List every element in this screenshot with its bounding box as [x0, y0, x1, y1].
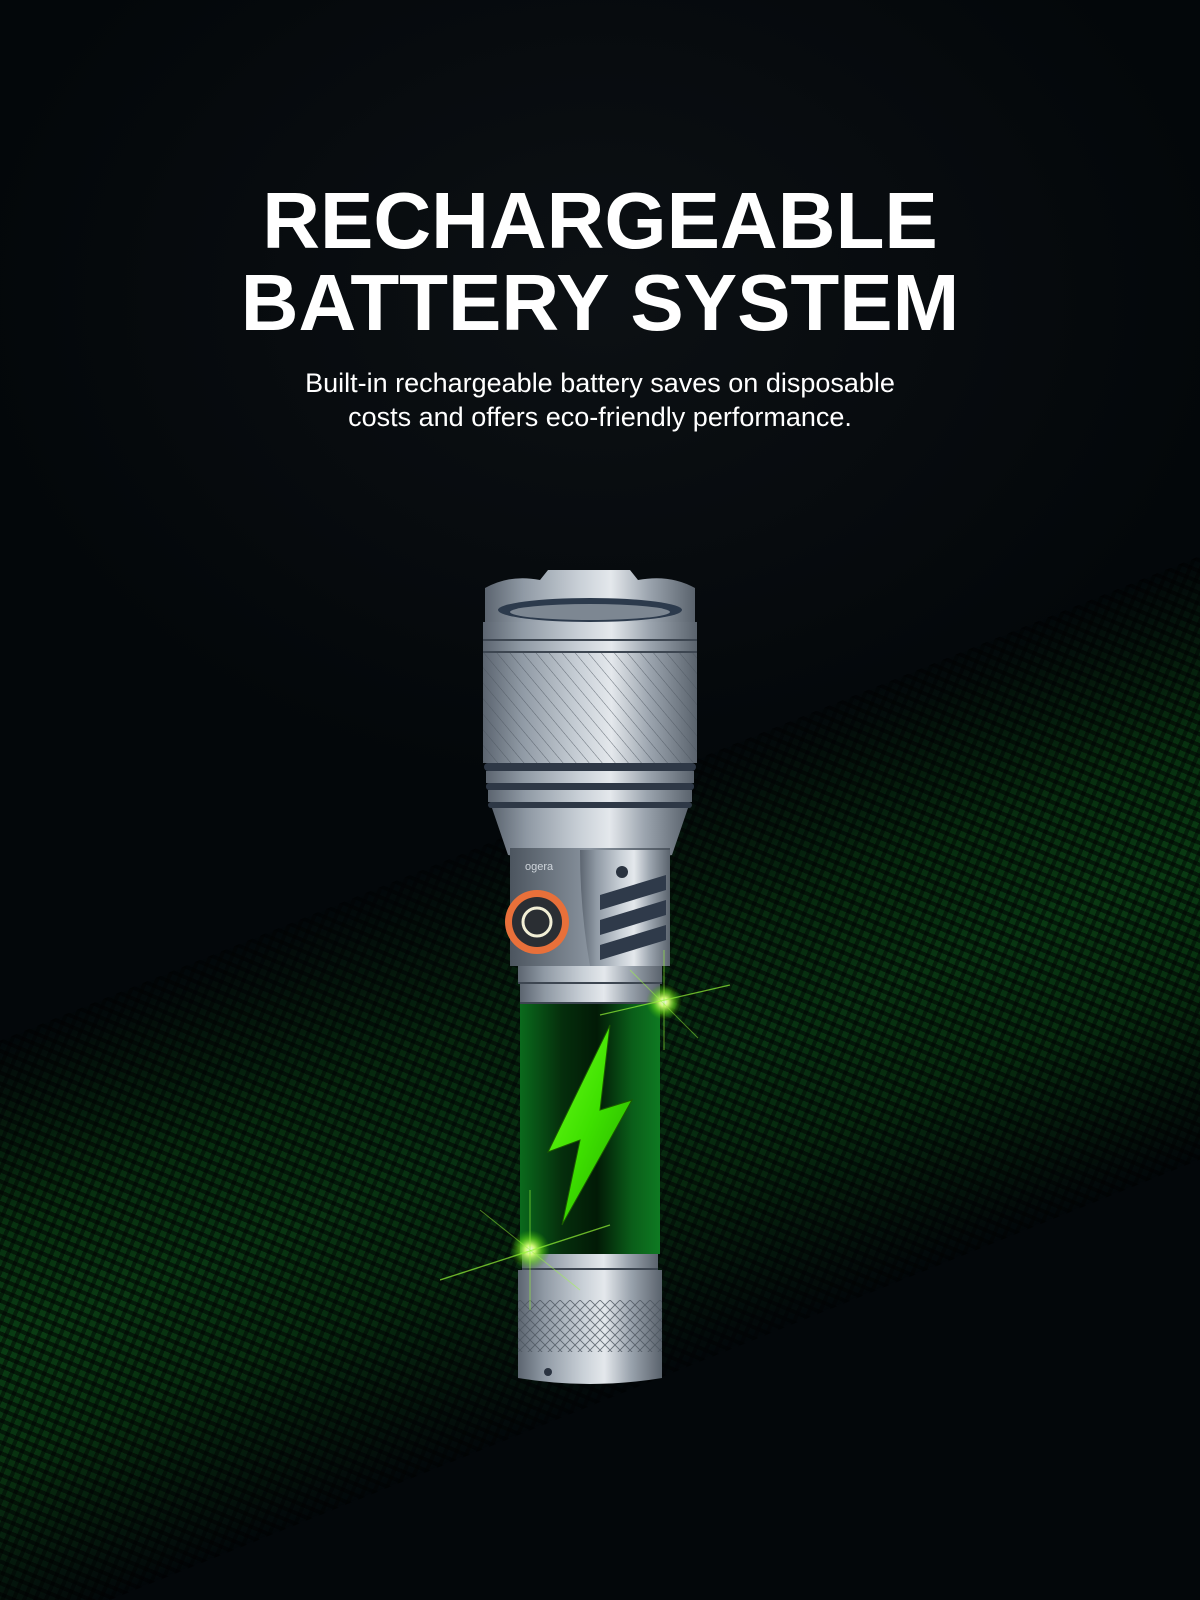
page-title: RECHARGEABLE BATTERY SYSTEM: [0, 180, 1200, 344]
flashlight-product-image: ogera: [439, 570, 740, 1420]
lightning-bolt-icon: [546, 1024, 634, 1226]
switch-housing: ogera: [505, 848, 670, 966]
tail-cap: [518, 1254, 662, 1384]
flashlight-head: [483, 570, 697, 863]
subtitle: Built-in rechargeable battery saves on d…: [0, 366, 1200, 434]
upper-collar: [518, 966, 662, 1004]
sparkle-top: [599, 950, 731, 1050]
battery-tube: [520, 1004, 660, 1254]
sparkle-bottom: [439, 1190, 611, 1310]
subtitle-line-2: costs and offers eco-friendly performanc…: [348, 402, 852, 432]
svg-text:ogera: ogera: [525, 861, 554, 873]
title-line-2: BATTERY SYSTEM: [240, 258, 960, 347]
title-line-1: RECHARGEABLE: [262, 176, 938, 265]
subtitle-line-1: Built-in rechargeable battery saves on d…: [305, 368, 895, 398]
power-button-icon: [521, 906, 553, 938]
